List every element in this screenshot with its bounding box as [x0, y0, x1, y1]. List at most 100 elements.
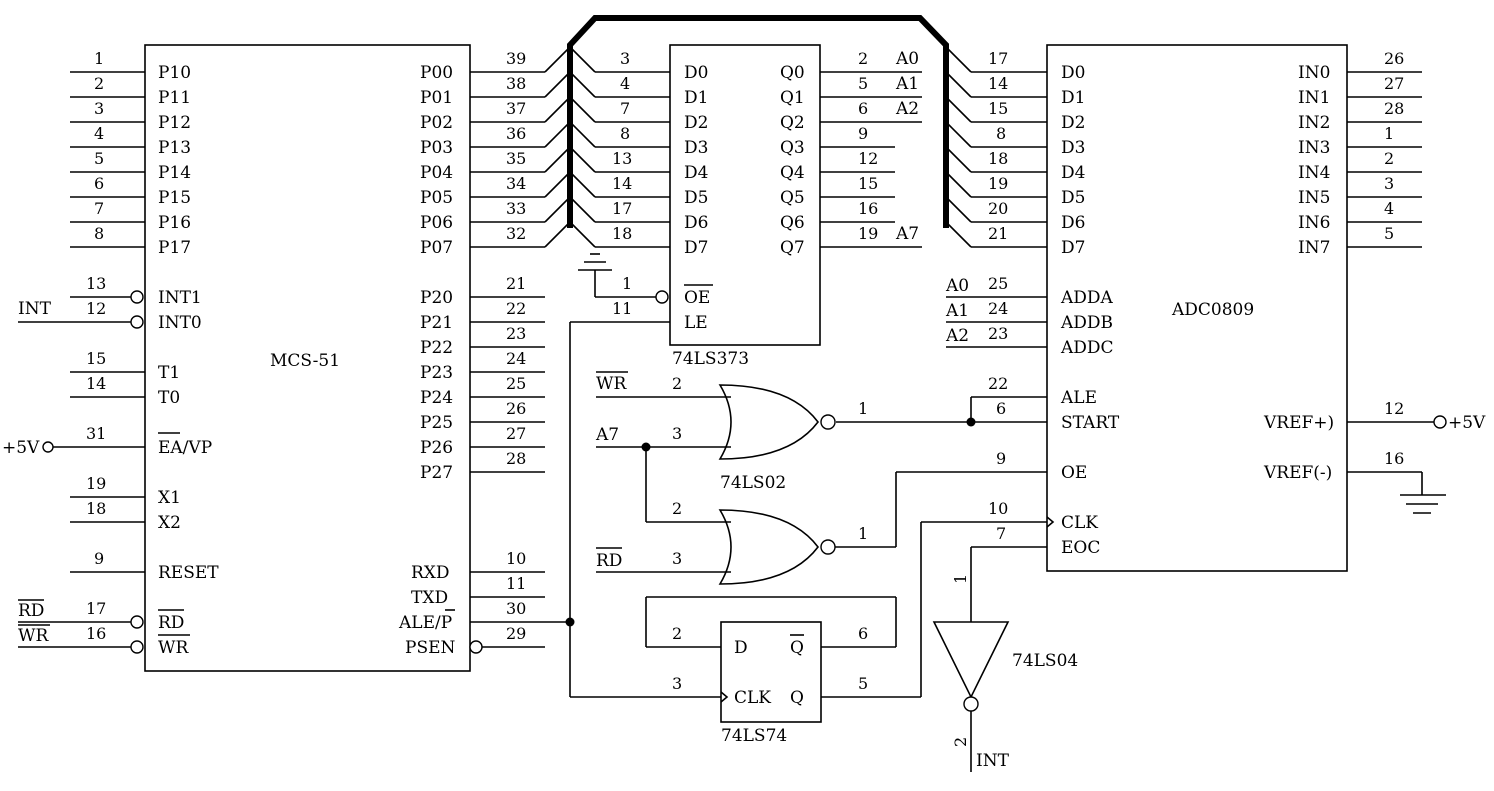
pin-label: IN1: [1298, 88, 1330, 108]
pin-number: 3: [94, 99, 104, 118]
pin-number: 3: [672, 549, 682, 568]
pin-label: P25: [420, 413, 453, 433]
pin-number: 2: [672, 499, 682, 518]
pin-number: 8: [996, 124, 1006, 143]
pin-label: Q5: [780, 188, 805, 208]
pin-label: P06: [420, 213, 453, 233]
pin-number: 28: [506, 449, 526, 468]
pin-label: D0: [1061, 63, 1085, 83]
inversion-bubble: [469, 640, 483, 654]
pin-number: 12: [858, 149, 878, 168]
pin-number: 2: [672, 624, 682, 643]
pin-label: EOC: [1061, 538, 1100, 558]
pin-number: 16: [858, 199, 878, 218]
inverter-triangle: [932, 621, 1010, 699]
pin-label: IN7: [1298, 238, 1330, 258]
nor-gate-1: [718, 384, 820, 460]
pin-label: D5: [684, 188, 708, 208]
pin-number: 9: [94, 549, 104, 568]
pin-number: 7: [620, 99, 630, 118]
pin-number: 17: [612, 199, 632, 218]
inversion-bubble: [130, 290, 144, 304]
inversion-bubble: [130, 615, 144, 629]
net-vcc-left: +5V: [2, 438, 40, 458]
pin-number: 5: [858, 74, 868, 93]
pin-label: Q2: [780, 113, 805, 133]
pin-number: 4: [1384, 199, 1394, 218]
net-int-left: INT: [18, 299, 52, 319]
data-bus: [544, 15, 972, 248]
pin-label: VREF+): [1263, 413, 1334, 433]
pin-label: P10: [158, 63, 191, 83]
pin-label: Q: [790, 688, 804, 708]
pin-number: 18: [612, 224, 632, 243]
pin-label: ADDA: [1060, 288, 1114, 308]
pin-label: CLK: [1061, 513, 1098, 533]
pin-label: INT1: [158, 288, 202, 308]
pin-label: D: [734, 638, 748, 658]
pin-label: D2: [1061, 113, 1085, 133]
pin-label: P20: [420, 288, 453, 308]
pin-number: 9: [996, 449, 1006, 468]
pin-label: P05: [420, 188, 453, 208]
pin-label: P16: [158, 213, 191, 233]
pin-number: 7: [94, 199, 104, 218]
mcs51-body: [144, 44, 471, 672]
pin-label: P02: [420, 113, 453, 133]
adc0809-body: [1046, 44, 1348, 572]
pin-number: 16: [86, 624, 106, 643]
pin-number: 24: [988, 299, 1008, 318]
clock-edge-marker: [720, 691, 729, 703]
mcs51-right-pins: 39 38 37 36 35 34 33 32 P00 P01 P02 P03 …: [398, 49, 570, 658]
ls74-chip: 74LS74 D Q CLK Q 2 6 3 5: [570, 522, 922, 746]
inversion-bubble: [130, 315, 144, 329]
pin-number: 23: [506, 324, 526, 343]
pin-number: 4: [94, 124, 104, 143]
pin-label: IN3: [1298, 138, 1330, 158]
clock-edge-marker: [1046, 516, 1055, 528]
pin-label: D3: [684, 138, 708, 158]
pin-number: 7: [996, 524, 1006, 543]
pin-label: ADDB: [1060, 313, 1113, 333]
pin-label: LE: [684, 313, 708, 333]
pin-number: 3: [620, 49, 630, 68]
pin-label: D7: [1061, 238, 1085, 258]
ls74-body: [720, 621, 822, 723]
pin-label: P00: [420, 63, 453, 83]
inversion-bubble: [820, 414, 836, 430]
pin-number: 26: [1384, 49, 1404, 68]
pin-label-overbar: OE: [684, 288, 710, 308]
pin-label: START: [1061, 413, 1120, 433]
nor-gate-2: [718, 509, 820, 585]
bus-line: [567, 15, 949, 228]
net-rd-gate: RD: [596, 551, 622, 571]
net-label: A0: [945, 276, 969, 296]
pin-number: 8: [94, 224, 104, 243]
mcs51-left-pins: 1 2 3 4 5 6 7 8 P10 P11 P12 P13 P14 P15 …: [2, 49, 219, 658]
pin-label: D5: [1061, 188, 1085, 208]
pin-number: 1: [1384, 124, 1394, 143]
ls373-body: [669, 44, 821, 346]
pin-label: IN5: [1298, 188, 1330, 208]
pin-number: 14: [612, 174, 632, 193]
net-int-bottom: INT: [976, 751, 1010, 771]
pin-label: P21: [420, 313, 453, 333]
pin-number: 13: [86, 274, 106, 293]
pin-number: 25: [988, 274, 1008, 293]
pin-number: 2: [1384, 149, 1394, 168]
pin-label: VREF(-): [1263, 463, 1332, 483]
pin-label: TXD: [411, 588, 448, 608]
pin-number: 1: [858, 399, 868, 418]
pin-number: 12: [86, 299, 106, 318]
pin-number: 1: [858, 524, 868, 543]
pin-label: T0: [158, 388, 180, 408]
pin-label: X1: [158, 488, 181, 508]
pin-label: ALE: [1060, 388, 1097, 408]
pin-label: Q7: [780, 238, 805, 258]
net-a7-gate: A7: [595, 425, 619, 445]
pin-number: 35: [506, 149, 526, 168]
pin-number: 18: [988, 149, 1008, 168]
net-wr-gate: WR: [596, 374, 627, 394]
pin-number: 5: [858, 674, 868, 693]
